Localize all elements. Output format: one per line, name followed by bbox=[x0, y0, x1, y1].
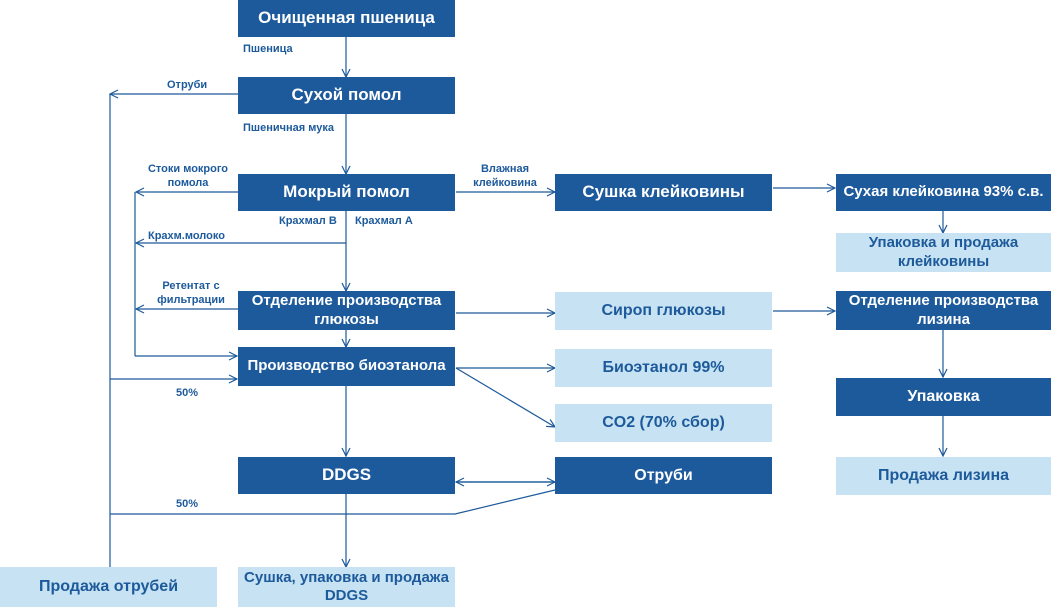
label-wet-gluten: Влажная клейковина bbox=[473, 163, 537, 189]
line-bran-50-from-bran-box bbox=[110, 489, 556, 515]
label-starch-b: Крахмал B bbox=[279, 215, 337, 227]
node-label: CO2 (70% сбор) bbox=[602, 414, 725, 432]
node-label: Очищенная пшеница bbox=[258, 8, 435, 28]
node-co2: CO2 (70% сбор) bbox=[555, 404, 772, 442]
node-glucose-separation: Отделение производства глюкозы bbox=[238, 291, 455, 330]
node-gluten-drying: Сушка клейковины bbox=[555, 174, 772, 211]
node-label: Сухая клейковина 93% с.в. bbox=[843, 183, 1044, 201]
node-label: Продажа отрубей bbox=[38, 578, 179, 596]
node-wet-milling: Мокрый помол bbox=[238, 174, 455, 211]
node-label: Мокрый помол bbox=[283, 182, 410, 202]
node-dry-gluten: Сухая клейковина 93% с.в. bbox=[836, 174, 1051, 211]
label-starch-a: Крахмал А bbox=[355, 215, 413, 227]
node-glucose-syrup: Сироп глюкозы bbox=[555, 292, 772, 330]
label-retentate: Ретентат с фильтрации bbox=[157, 280, 225, 306]
node-label: Упаковка и продажа клейковины bbox=[868, 234, 1019, 270]
node-label: Продажа лизина bbox=[877, 467, 1010, 485]
node-bioethanol: Биоэтанол 99% bbox=[555, 349, 772, 387]
node-gluten-packing: Упаковка и продажа клейковины bbox=[836, 233, 1051, 272]
node-label: Биоэтанол 99% bbox=[602, 359, 725, 377]
node-cleaned-wheat: Очищенная пшеница bbox=[238, 0, 455, 37]
node-lysine-separation: Отделение производства лизина bbox=[836, 291, 1051, 330]
node-packing: Упаковка bbox=[836, 378, 1051, 416]
node-label: Отруби bbox=[634, 466, 693, 484]
node-label: Производство биоэтанола bbox=[247, 357, 446, 375]
label-wet-wastes: Стоки мокрого помола bbox=[147, 163, 229, 189]
node-label: Сухой помол bbox=[291, 85, 402, 105]
node-label: Сушка клейковины bbox=[582, 182, 745, 202]
node-label: Упаковка bbox=[907, 388, 980, 406]
node-label: DDGS bbox=[321, 465, 372, 485]
node-bran-sale: Продажа отрубей bbox=[0, 567, 217, 607]
label-pct-2: 50% bbox=[176, 498, 199, 510]
node-label: Отделение производства глюкозы bbox=[251, 292, 442, 328]
node-bran: Отруби bbox=[555, 457, 772, 494]
node-label: Сироп глюкозы bbox=[601, 302, 726, 320]
label-flour: Пшеничная мука bbox=[243, 122, 334, 134]
node-bioethanol-production: Производство биоэтанола bbox=[238, 347, 455, 386]
node-ddgs-packing: Сушка, упаковка и продажа DDGS bbox=[238, 567, 455, 607]
label-bran-out: Отруби bbox=[167, 79, 208, 91]
node-lysine-sale: Продажа лизина bbox=[836, 457, 1051, 495]
node-label: Сушка, упаковка и продажа DDGS bbox=[244, 568, 449, 604]
node-label: Отделение производства лизина bbox=[848, 292, 1039, 328]
arrow-bioethanol-to-co2 bbox=[455, 367, 555, 427]
label-pct-1: 50% bbox=[176, 387, 199, 399]
node-dry-milling: Сухой помол bbox=[238, 77, 455, 114]
label-starch-milk: Крахм.молоко bbox=[148, 230, 225, 242]
label-wheat: Пшеница bbox=[243, 43, 293, 55]
node-ddgs: DDGS bbox=[238, 457, 455, 494]
